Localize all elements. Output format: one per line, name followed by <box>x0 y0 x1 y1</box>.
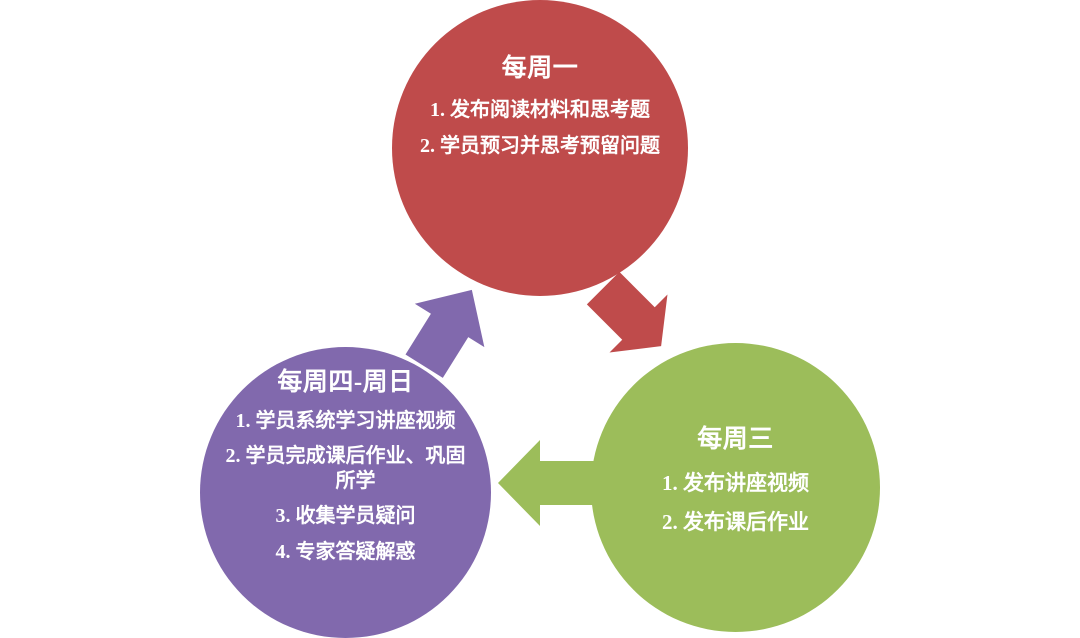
cycle-node-thursday-sunday-item-4: 4. 专家答疑解惑 <box>275 540 416 563</box>
cycle-node-wednesday[interactable]: 每周三 1. 发布讲座视频 2. 发布课后作业 <box>591 343 880 632</box>
cycle-node-thursday-sunday-item-2: 2. 学员完成课后作业、巩固所学 <box>225 445 466 492</box>
cycle-node-monday-item-2: 2. 学员预习并思考预留问题 <box>420 135 660 158</box>
arrow-thursday-sunday-to-monday <box>405 289 485 378</box>
arrow-wednesday-to-thursday-sunday <box>498 440 596 526</box>
diagram-canvas: 每周一 1. 发布阅读材料和思考题 2. 学员预习并思考预留问题 每周三 1. … <box>200 0 880 638</box>
cycle-node-thursday-sunday[interactable]: 每周四-周日 1. 学员系统学习讲座视频 2. 学员完成课后作业、巩固所学 3.… <box>200 347 491 638</box>
cycle-node-monday[interactable]: 每周一 1. 发布阅读材料和思考题 2. 学员预习并思考预留问题 <box>392 0 688 296</box>
cycle-node-wednesday-item-2: 2. 发布课后作业 <box>662 509 809 534</box>
cycle-node-thursday-sunday-items: 1. 学员系统学习讲座视频 2. 学员完成课后作业、巩固所学 3. 收集学员疑问… <box>200 409 491 575</box>
cycle-node-monday-item-1: 1. 发布阅读材料和思考题 <box>430 99 650 121</box>
cycle-node-thursday-sunday-item-3: 3. 收集学员疑问 <box>275 505 416 528</box>
cycle-node-monday-items: 1. 发布阅读材料和思考题 2. 学员预习并思考预留问题 <box>392 98 688 171</box>
cycle-node-wednesday-items: 1. 发布讲座视频 2. 发布课后作业 <box>591 471 880 548</box>
cycle-node-thursday-sunday-title: 每周四-周日 <box>277 369 414 396</box>
cycle-node-monday-title: 每周一 <box>501 55 579 82</box>
cycle-node-wednesday-item-1: 1. 发布讲座视频 <box>662 471 809 495</box>
arrow-monday-to-wednesday <box>586 271 668 353</box>
cycle-node-thursday-sunday-item-1: 1. 学员系统学习讲座视频 <box>235 410 456 432</box>
cycle-node-wednesday-title: 每周三 <box>697 426 774 453</box>
